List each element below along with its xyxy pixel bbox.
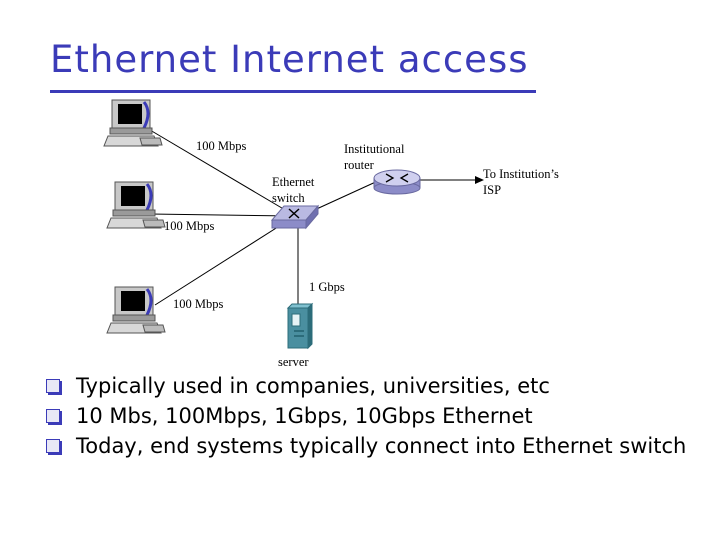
switch-label: Ethernet switch	[272, 174, 314, 206]
isp-label: To Institution’s ISP	[483, 166, 559, 198]
bullet-list: Typically used in companies, universitie…	[44, 373, 714, 463]
slide-title: Ethernet Internet access	[50, 38, 529, 81]
bullet-text-1: Typically used in companies, universitie…	[76, 374, 550, 398]
isp-label-line2: ISP	[483, 183, 502, 197]
link-label-pc2: 100 Mbps	[164, 219, 215, 233]
router-label-line1: Institutional	[344, 142, 405, 156]
link-pc1-switch	[149, 129, 293, 215]
link-label-pc3: 100 Mbps	[173, 297, 224, 311]
server-icon	[286, 302, 314, 350]
router-label-line2: router	[344, 158, 374, 172]
bullet-text-3: Today, end systems typically connect int…	[76, 434, 687, 458]
router-icon	[373, 169, 421, 195]
computer-icon-2	[106, 181, 166, 229]
switch-label-line1: Ethernet	[272, 175, 315, 189]
link-pc2-switch	[149, 213, 293, 217]
link-label-server: 1 Gbps	[309, 280, 345, 294]
bullet-text-2: 10 Mbs, 100Mbps, 1Gbps, 10Gbps Ethernet	[76, 404, 533, 428]
checkbox-bullet-icon	[46, 379, 60, 393]
computer-icon-1	[103, 99, 163, 147]
link-switch-router	[309, 179, 381, 213]
bullet-item-1: Typically used in companies, universitie…	[44, 373, 714, 399]
checkbox-bullet-icon	[46, 409, 60, 423]
switch-label-line2: switch	[272, 191, 305, 205]
bullet-item-2: 10 Mbs, 100Mbps, 1Gbps, 10Gbps Ethernet	[44, 403, 714, 429]
link-label-pc1: 100 Mbps	[196, 139, 247, 153]
title-underline	[50, 90, 536, 93]
ethernet-switch-icon	[270, 204, 320, 230]
isp-arrowhead	[475, 176, 484, 184]
router-label: Institutional router	[344, 141, 404, 173]
link-pc3-switch	[154, 217, 293, 306]
bullet-item-3: Today, end systems typically connect int…	[44, 433, 714, 459]
server-label: server	[278, 355, 309, 369]
computer-icon-3	[106, 286, 166, 334]
isp-label-line1: To Institution’s	[483, 167, 559, 181]
checkbox-bullet-icon	[46, 439, 60, 453]
